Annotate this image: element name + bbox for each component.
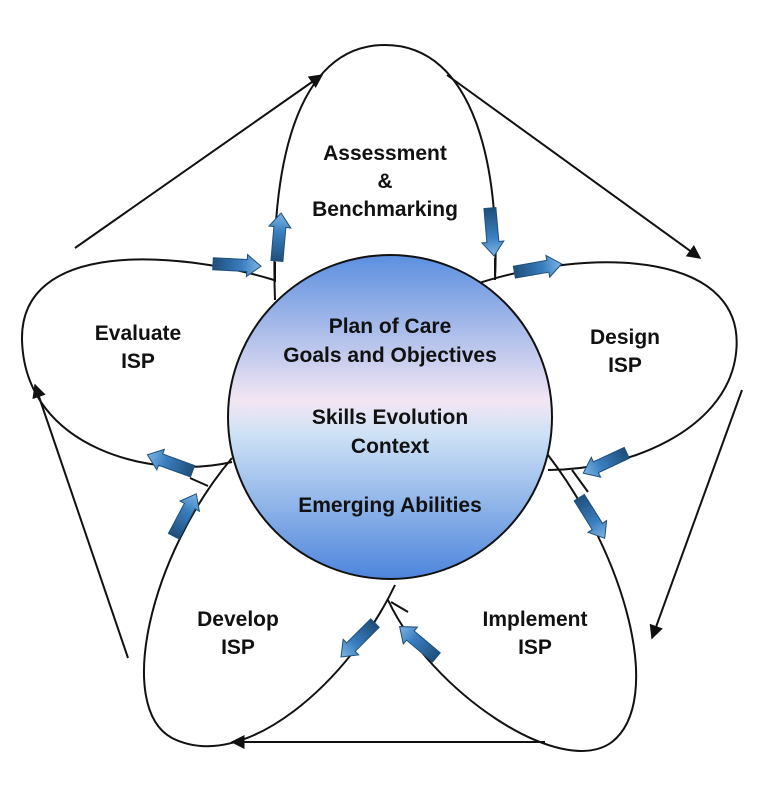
block-arrow-to-develop [332, 614, 384, 666]
develop-line-2: ISP [221, 636, 255, 659]
outer-arrow-2 [446, 74, 702, 259]
block-arrow-to-evaluate [143, 443, 197, 483]
center-text: Plan of Care Goals and Objectives Skills… [283, 315, 497, 517]
tick-marks [189, 258, 589, 613]
label-design: Design ISP [590, 326, 660, 377]
design-line-2: ISP [608, 354, 642, 377]
center-line-3: Skills Evolution [312, 406, 468, 429]
implement-line-2: ISP [518, 636, 552, 659]
block-arrow-from-design [578, 442, 632, 484]
outer-arrows [32, 74, 743, 749]
label-assessment: Assessment & Benchmarking [312, 142, 458, 221]
petal-evaluate [20, 258, 275, 468]
label-evaluate: Evaluate ISP [95, 322, 181, 373]
center-line-5: Emerging Abilities [298, 494, 482, 517]
center-circle [227, 254, 553, 580]
petal-assessment [273, 43, 497, 301]
evaluate-line-1: Evaluate [95, 322, 181, 345]
petal-implement [387, 454, 638, 752]
assessment-line-2: & [377, 170, 392, 193]
block-arrow-down-assessment [478, 206, 506, 258]
block-arrow-up-assessment [265, 211, 293, 263]
label-develop: Develop ISP [197, 608, 279, 659]
block-arrow-implement-up [392, 617, 444, 667]
develop-line-1: Develop [197, 608, 279, 631]
label-implement: Implement ISP [482, 608, 587, 659]
petal-develop [143, 457, 396, 748]
block-arrow-to-design [511, 252, 565, 284]
outer-arrow-1 [74, 74, 324, 249]
center-line-4: Context [351, 435, 429, 458]
outer-arrow-3 [649, 389, 743, 640]
implement-line-1: Implement [482, 608, 587, 631]
design-line-1: Design [590, 326, 660, 349]
outer-arrow-5 [32, 383, 129, 659]
center-line-1: Plan of Care [329, 315, 452, 338]
evaluate-line-2: ISP [121, 350, 155, 373]
assessment-line-3: Benchmarking [312, 198, 458, 221]
center-line-2: Goals and Objectives [283, 344, 497, 367]
petal-design [469, 261, 738, 471]
assessment-line-1: Assessment [323, 142, 447, 165]
block-arrow-develop-up [163, 488, 207, 542]
block-arrow-to-implement [569, 491, 615, 545]
